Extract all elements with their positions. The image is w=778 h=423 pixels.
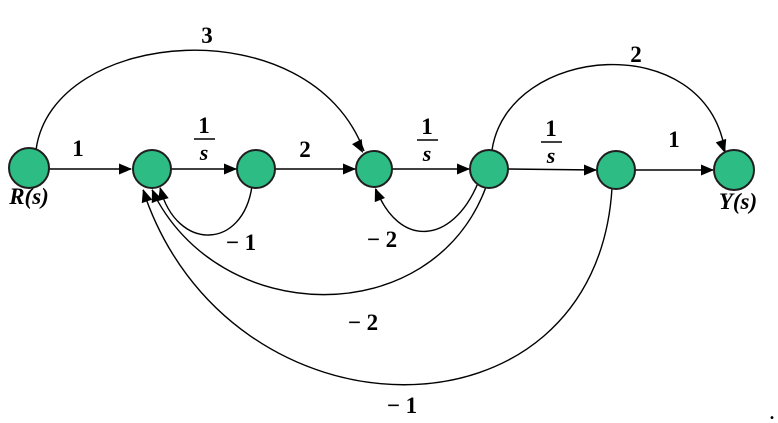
node-output xyxy=(713,149,755,191)
gain-label-2: 2 xyxy=(299,137,311,162)
branch-feedforward-3-arc xyxy=(35,49,365,152)
output-node-label: Y(s) xyxy=(719,189,757,214)
gain-label-integrator1-den: s xyxy=(199,140,209,165)
arrowhead-icon xyxy=(701,164,714,176)
gain-label-integrator2-den: s xyxy=(422,141,432,166)
gain-label-feedback-minus2-outer: − 2 xyxy=(348,310,378,335)
branch-integrator3-line xyxy=(507,168,597,171)
gain-label-feedforward-3: 3 xyxy=(201,23,213,48)
node-3 xyxy=(236,149,276,189)
gain-label-feedback-minus2-inner: − 2 xyxy=(367,227,397,252)
branch-feedback-minus2-outer xyxy=(151,186,487,296)
branch-feedback-minus1-inner xyxy=(159,185,253,236)
arrowhead-icon xyxy=(457,163,470,175)
arrowhead-icon xyxy=(158,187,169,201)
gain-label-output: 1 xyxy=(668,127,680,152)
gain-label-feedback-minus1-outer: − 1 xyxy=(387,393,417,418)
node-5 xyxy=(469,149,509,189)
gain-label-integrator1-num: 1 xyxy=(198,113,210,138)
gain-label-input: 1 xyxy=(72,136,84,161)
gain-label-feedforward-2: 2 xyxy=(630,42,642,67)
branch-feedback-minus1-outer xyxy=(142,187,613,386)
arrowhead-icon xyxy=(224,163,237,175)
arrowhead-icon xyxy=(715,138,727,153)
corner-period-mark: . xyxy=(770,403,775,423)
gain-label-integrator3-den: s xyxy=(546,143,556,168)
arrowhead-icon xyxy=(374,188,385,203)
node-2 xyxy=(132,149,172,189)
node-6 xyxy=(596,150,636,190)
gain-label-integrator2-num: 1 xyxy=(421,114,433,139)
input-node-label: R(s) xyxy=(8,184,49,209)
node-4 xyxy=(355,150,393,188)
arrowhead-icon xyxy=(584,164,597,176)
gain-label-integrator3-num: 1 xyxy=(545,116,557,141)
branch-feedback-minus2-inner xyxy=(375,182,479,233)
arrowhead-icon xyxy=(119,163,132,175)
arrowhead-icon xyxy=(151,189,162,204)
arrowhead-icon xyxy=(343,163,356,175)
arrowhead-icon xyxy=(141,189,153,204)
gain-label-feedback-minus1-inner: − 1 xyxy=(226,230,256,255)
node-input xyxy=(8,147,50,189)
branch-feedforward-2-arc xyxy=(491,63,726,152)
arrowhead-icon xyxy=(352,138,363,153)
